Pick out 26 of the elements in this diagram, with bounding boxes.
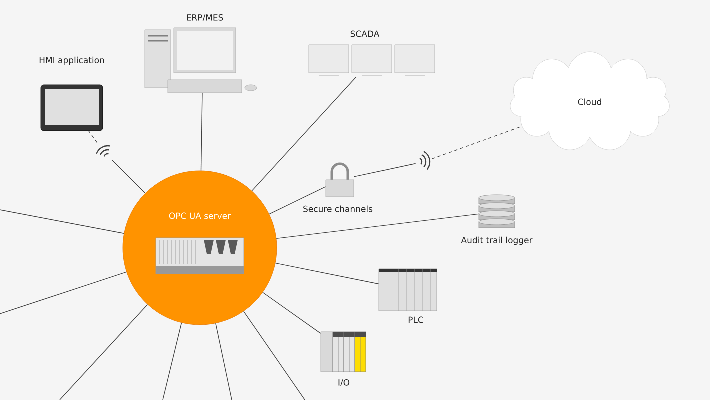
connector-line (244, 311, 306, 400)
node-label: HMI application (40, 56, 104, 66)
node-label: I/O (338, 379, 350, 387)
wireless-icon (96, 145, 110, 157)
dashed-line (432, 126, 522, 160)
connector-line (262, 292, 322, 334)
node-label: Audit trail logger (461, 236, 533, 246)
node-label: ERP/MES (187, 14, 224, 22)
connector-line (162, 322, 182, 400)
node-label: SCADA (350, 30, 380, 38)
connector-line (0, 210, 124, 234)
node-label: PLC (408, 316, 424, 324)
connector-line (276, 214, 480, 240)
dashed-line (88, 130, 98, 144)
connector-line (200, 92, 203, 172)
node-label: Secure channels (304, 206, 373, 212)
connector-line (60, 304, 148, 400)
connector-line (0, 272, 128, 314)
connector-line (275, 262, 380, 284)
node-label: OPC UA server (169, 212, 232, 220)
connector-line (252, 76, 357, 192)
connector-line (269, 186, 326, 215)
connector-line (216, 323, 232, 400)
wireless-icon (420, 151, 431, 170)
connector-line (112, 160, 146, 194)
connector-line (354, 163, 416, 178)
